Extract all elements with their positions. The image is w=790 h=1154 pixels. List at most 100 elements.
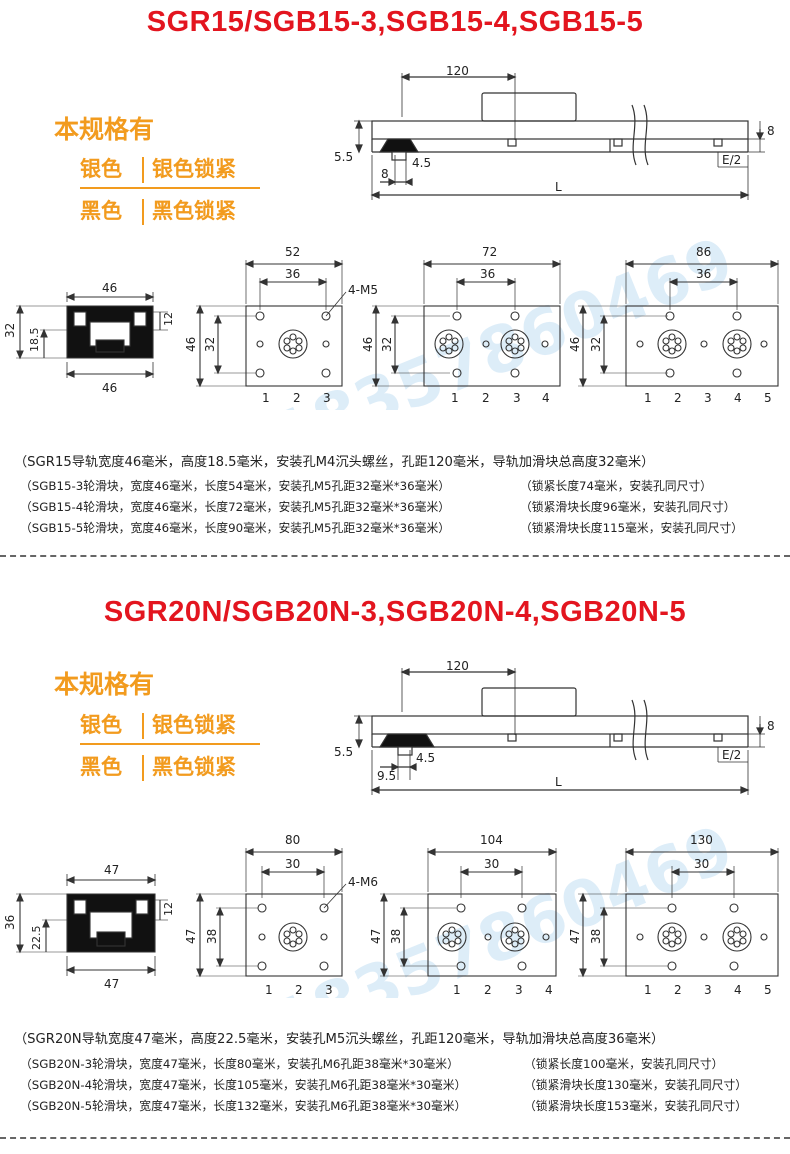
wheel-number: 1 bbox=[265, 983, 273, 997]
wheel-number: 1 bbox=[451, 391, 459, 405]
wheel-number: 2 bbox=[295, 983, 303, 997]
block-hole-spacing: 36 bbox=[285, 267, 300, 281]
dim-length: L bbox=[555, 180, 562, 194]
option-lock: 黑色锁紧 bbox=[152, 199, 236, 223]
wheel-number: 3 bbox=[515, 983, 523, 997]
block-callout: 4-M6 bbox=[348, 875, 378, 889]
lock-spec-line: （锁紧滑块长度153毫米，安装孔同尺寸） bbox=[524, 1099, 748, 1113]
dim-d2: 4.5 bbox=[412, 156, 431, 170]
rail-side-view: 120 5.5 8 9.5 4.5 E/2 L bbox=[334, 659, 775, 795]
wheel-number: 2 bbox=[674, 983, 682, 997]
block-height-2: 38 bbox=[205, 929, 219, 944]
block-height-2: 32 bbox=[203, 337, 217, 352]
block-overall: 80 bbox=[285, 833, 300, 847]
dim-h2: 8 bbox=[767, 124, 775, 138]
dim-d1: 9.5 bbox=[377, 769, 396, 783]
block-spec-line: （SGB20N-5轮滑块，宽度47毫米，长度132毫米，安装孔M6孔距38毫米*… bbox=[20, 1099, 467, 1113]
block-overall: 86 bbox=[696, 245, 711, 259]
wheel-number: 3 bbox=[513, 391, 521, 405]
option-divider bbox=[142, 199, 144, 225]
lock-spec-line: （锁紧滑块长度115毫米，安装孔同尺寸） bbox=[520, 521, 744, 535]
block-spec-line: （SGB20N-4轮滑块，宽度47毫米，长度105毫米，安装孔M6孔距38毫米*… bbox=[20, 1078, 467, 1092]
section-divider bbox=[0, 1137, 790, 1139]
block-hole-spacing: 36 bbox=[696, 267, 711, 281]
block-height-2: 32 bbox=[589, 337, 603, 352]
watermark: 18357860469 bbox=[262, 240, 744, 410]
wheel-number: 1 bbox=[644, 391, 652, 405]
block-spec-line: （SGB15-3轮滑块，宽度46毫米，长度54毫米，安装孔M5孔距32毫米*36… bbox=[20, 479, 451, 493]
block-overall: 130 bbox=[690, 833, 713, 847]
wheel-number: 2 bbox=[293, 391, 301, 405]
block-height-2: 38 bbox=[589, 929, 603, 944]
profile-top-width: 46 bbox=[102, 281, 117, 295]
wheel-number: 4 bbox=[734, 983, 742, 997]
block-views: 18357860469 bbox=[3, 828, 780, 998]
option-color: 黑色 bbox=[80, 199, 122, 223]
block-overall: 72 bbox=[482, 245, 497, 259]
profile-top-width: 47 bbox=[104, 863, 119, 877]
rail-side-view: 120 5.5 8 8 4.5 E/2 L bbox=[334, 64, 775, 200]
wheel-number: 1 bbox=[453, 983, 461, 997]
block-callout: 4-M5 bbox=[348, 283, 378, 297]
dim-spacing: 120 bbox=[446, 64, 469, 78]
wheel-number: 4 bbox=[734, 391, 742, 405]
lock-spec-line: （锁紧滑块长度96毫米，安装孔同尺寸） bbox=[520, 500, 736, 514]
wheel-number: 3 bbox=[704, 391, 712, 405]
rail-description: （SGR20N导轨宽度47毫米，高度22.5毫米，安装孔M5沉头螺丝，孔距120… bbox=[14, 1032, 665, 1047]
spec-heading: 本规格有 bbox=[54, 670, 155, 699]
option-row-black: 黑色 黑色锁紧 bbox=[80, 751, 236, 781]
option-row-black: 黑色 黑色锁紧 bbox=[80, 195, 236, 225]
block-hole-spacing: 30 bbox=[694, 857, 709, 871]
wheel-number: 3 bbox=[704, 983, 712, 997]
profile-total-height: 36 bbox=[3, 915, 17, 930]
option-divider bbox=[142, 157, 144, 183]
option-color: 银色 bbox=[80, 157, 122, 181]
block-overall: 104 bbox=[480, 833, 503, 847]
dim-half: E/2 bbox=[722, 153, 741, 167]
dim-half: E/2 bbox=[722, 748, 741, 762]
section-1-title: SGR15/SGB15-3,SGB15-4,SGB15-5 bbox=[146, 6, 644, 38]
profile-small-height: 12 bbox=[162, 902, 175, 916]
dim-h1: 5.5 bbox=[334, 150, 353, 164]
dim-d2: 4.5 bbox=[416, 751, 435, 765]
block-spec-line: （SGB15-5轮滑块，宽度46毫米，长度90毫米，安装孔M5孔距32毫米*36… bbox=[20, 521, 451, 535]
wheel-number: 4 bbox=[545, 983, 553, 997]
option-rule bbox=[80, 187, 260, 189]
section-divider bbox=[0, 555, 790, 557]
section-2-title: SGR20N/SGB20N-3,SGB20N-4,SGB20N-5 bbox=[103, 596, 687, 628]
wheel-number: 1 bbox=[262, 391, 270, 405]
wheel-number: 2 bbox=[674, 391, 682, 405]
block-height: 47 bbox=[369, 929, 383, 944]
option-row-silver: 银色 银色锁紧 bbox=[80, 709, 236, 739]
option-divider bbox=[142, 713, 144, 739]
dim-length: L bbox=[555, 775, 562, 789]
wheel-number: 3 bbox=[325, 983, 333, 997]
dim-d1: 8 bbox=[381, 167, 389, 181]
profile-rail-height: 18.5 bbox=[28, 328, 41, 353]
wheel-number: 3 bbox=[323, 391, 331, 405]
option-lock: 黑色锁紧 bbox=[152, 755, 236, 779]
profile-rail-height: 22.5 bbox=[30, 926, 43, 951]
block-hole-spacing: 30 bbox=[285, 857, 300, 871]
block-hole-spacing: 36 bbox=[480, 267, 495, 281]
block-spec-line: （SGB15-4轮滑块，宽度46毫米，长度72毫米，安装孔M5孔距32毫米*36… bbox=[20, 500, 451, 514]
lock-spec-line: （锁紧滑块长度130毫米，安装孔同尺寸） bbox=[524, 1078, 748, 1092]
lock-spec-line: （锁紧长度74毫米，安装孔同尺寸） bbox=[520, 479, 712, 493]
block-overall: 52 bbox=[285, 245, 300, 259]
block-views: 18357860469 bbox=[3, 240, 780, 410]
profile-bottom-width: 46 bbox=[102, 381, 117, 395]
option-rule bbox=[80, 743, 260, 745]
profile-small-height: 12 bbox=[162, 312, 175, 326]
block-height: 46 bbox=[361, 337, 375, 352]
wheel-number: 2 bbox=[484, 983, 492, 997]
option-color: 银色 bbox=[80, 713, 122, 737]
dim-h2: 8 bbox=[767, 719, 775, 733]
rail-description: （SGR15导轨宽度46毫米，高度18.5毫米，安装孔M4沉头螺丝，孔距120毫… bbox=[14, 455, 655, 470]
watermark: 18357860469 bbox=[262, 828, 744, 998]
option-lock: 银色锁紧 bbox=[152, 713, 236, 737]
option-divider bbox=[142, 755, 144, 781]
wheel-number: 1 bbox=[644, 983, 652, 997]
block-height: 46 bbox=[184, 337, 198, 352]
block-hole-spacing: 30 bbox=[484, 857, 499, 871]
option-color: 黑色 bbox=[80, 755, 122, 779]
